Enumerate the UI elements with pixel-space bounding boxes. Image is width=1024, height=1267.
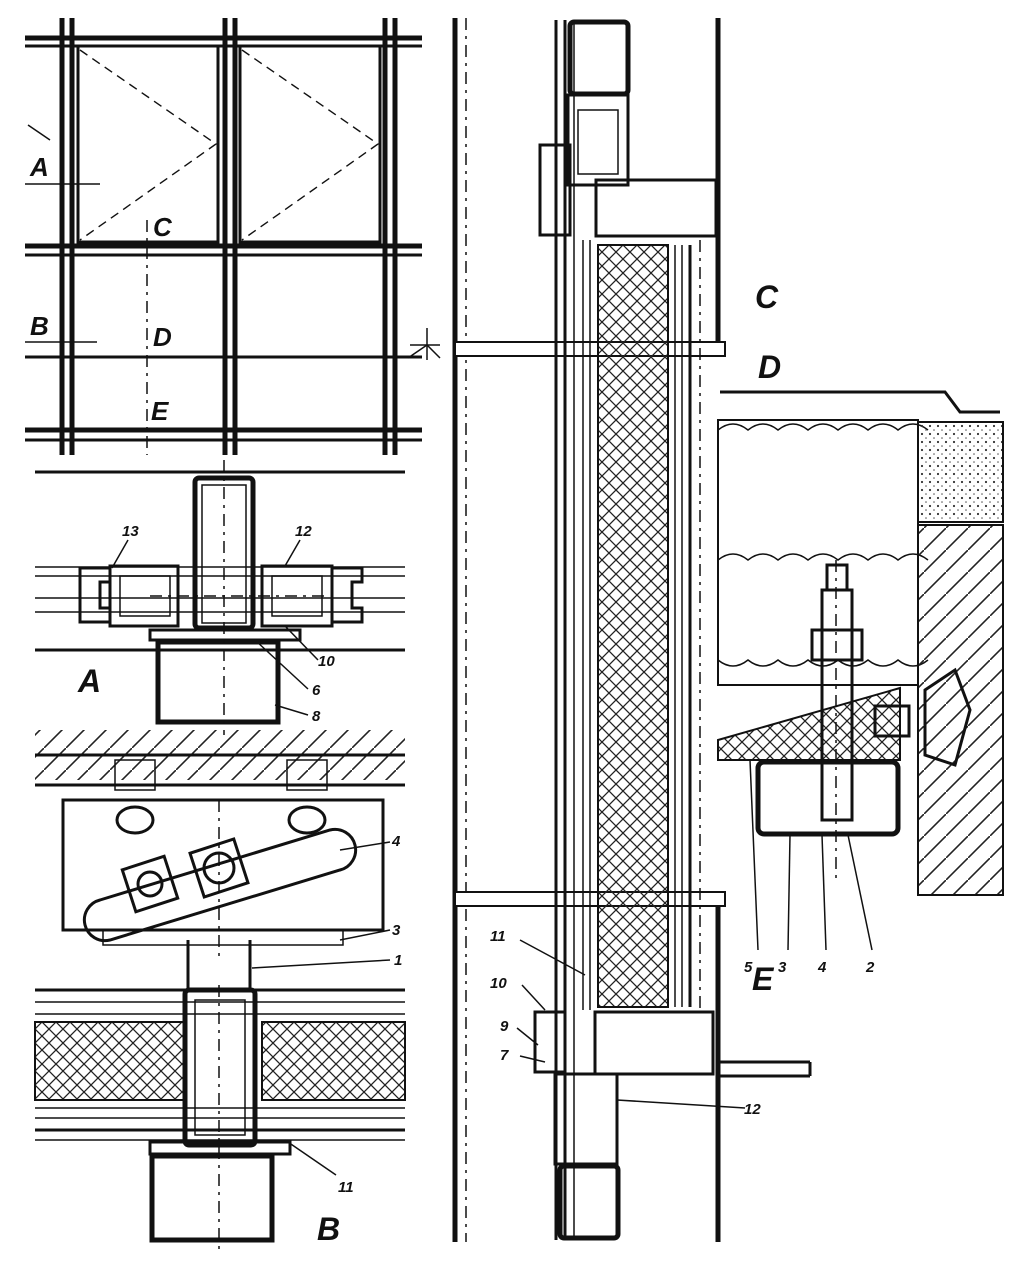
part-number-12-vertical: 12 [744, 1101, 761, 1118]
section-label-e: E [752, 961, 775, 997]
part-number-11-vertical: 11 [490, 928, 506, 945]
part-number-8: 8 [312, 708, 321, 725]
part-number-4: 4 [391, 833, 401, 850]
part-number-3: 3 [392, 922, 401, 939]
facade-elevation [25, 18, 441, 455]
anchor-plan-leaders [251, 841, 391, 969]
section-label-d: D [758, 349, 781, 385]
elevation-mark-e: E [151, 396, 169, 426]
elevation-mark-c: C [153, 212, 173, 242]
section-a-leaders [111, 539, 319, 716]
part-number-2: 2 [865, 959, 875, 976]
part-number-5: 5 [744, 959, 753, 976]
section-b-leaders [284, 1139, 337, 1176]
section-cde-leaders [516, 759, 873, 1109]
part-number-13: 13 [122, 523, 139, 540]
part-number-11: 11 [338, 1179, 354, 1196]
part-number-12: 12 [295, 523, 312, 540]
vertical-section-cde [452, 18, 1004, 1242]
part-number-9: 9 [500, 1018, 509, 1035]
part-number-6: 6 [312, 682, 321, 699]
part-number-3-vertical: 3 [778, 959, 787, 976]
elevation-mark-a: A [29, 152, 49, 182]
part-number-4-vertical: 4 [817, 959, 827, 976]
elevation-mark-d: D [153, 322, 172, 352]
section-label-c: C [755, 279, 779, 315]
part-number-1: 1 [394, 952, 402, 969]
horizontal-section-a [35, 460, 405, 735]
section-label-a: A [77, 663, 101, 699]
part-number-10-vertical: 10 [490, 975, 507, 992]
part-number-10: 10 [318, 653, 335, 670]
horizontal-section-b [34, 985, 406, 1252]
elevation-mark-b: B [30, 311, 49, 341]
part-number-7: 7 [500, 1047, 509, 1064]
section-label-b: B [317, 1211, 340, 1247]
anchor-plan [35, 730, 405, 990]
